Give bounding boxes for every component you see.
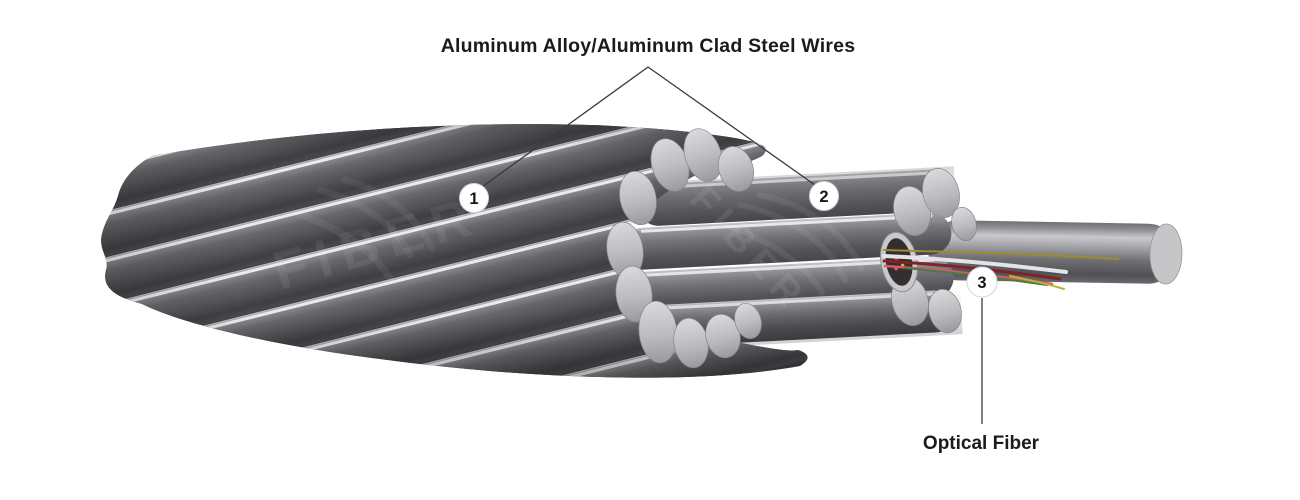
outer-cut-wire-ends [606,128,762,369]
cut-wire-end [717,146,755,192]
cut-wire-end [734,302,762,340]
callout-3-marker: 3 [966,266,998,298]
leader-line-wires [481,66,816,188]
cut-wire-end [951,206,977,242]
continuing-steel-wire-end-cap [1149,223,1183,285]
cut-wire-end [683,128,723,182]
callout-2-circle [809,181,839,211]
fiber-yellow-long [883,249,1119,260]
watermark-right-logo [722,192,865,295]
callout-2-number: 2 [819,188,828,206]
inner-layer-shading [614,166,963,352]
optical-fiber-label: Optical Fiber [923,433,1040,454]
cut-wire-end [928,288,962,334]
diagram-title: Aluminum Alloy/Aluminum Clad Steel Wires [441,35,856,57]
cut-wire-end [922,168,960,218]
cut-wire-end [619,170,657,226]
inner-cut-wire-ends [891,168,977,334]
fiber-buffer-white [882,254,1068,274]
continuing-steel-wire [928,220,1183,285]
callout-1-circle [459,183,489,213]
callout-1-marker: 1 [459,183,489,213]
watermark-left-logo [296,176,436,282]
callout-3-circle [966,266,998,298]
callout-2-marker: 2 [809,181,839,211]
continuing-steel-wire-body [928,220,1178,284]
cut-wire-end [615,265,653,323]
fiber-yellow-tip [1009,275,1065,290]
callout-1-number: 1 [469,190,478,208]
callout-3-number: 3 [977,274,986,292]
